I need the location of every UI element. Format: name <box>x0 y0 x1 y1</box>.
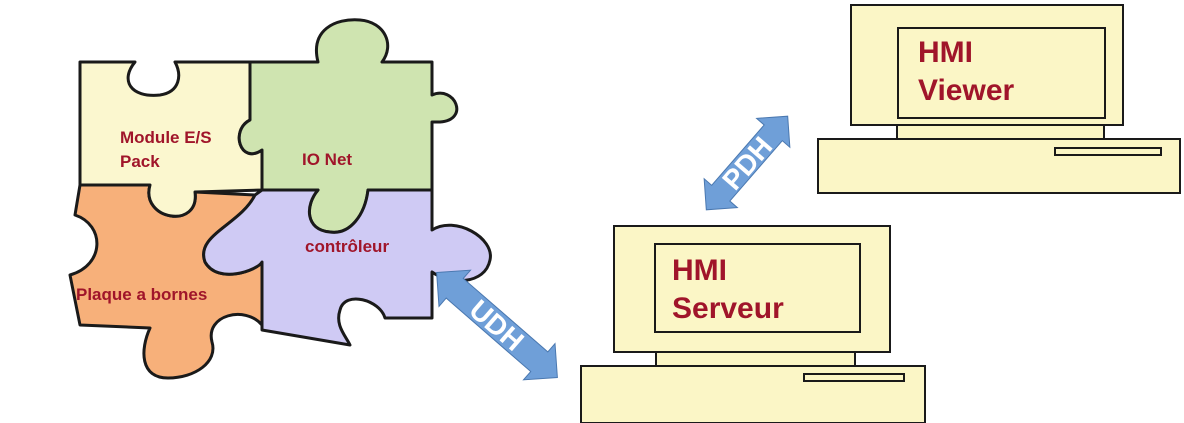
puzzle-group <box>70 20 490 378</box>
serveur-label-line2: Serveur <box>672 292 784 325</box>
module-label-line1: Module E/S <box>120 128 212 147</box>
module-label-line2: Pack <box>120 152 160 171</box>
controleur-label: contrôleur <box>305 237 389 256</box>
ionet-label: IO Net <box>302 150 352 169</box>
serveur-label-line1: HMI <box>672 254 727 287</box>
viewer-drive-slot <box>1055 148 1161 155</box>
serveur-stand <box>656 352 855 366</box>
viewer-label-line2: Viewer <box>918 74 1015 107</box>
serveur-drive-slot <box>804 374 904 381</box>
viewer-stand <box>897 125 1104 139</box>
plaque-label: Plaque a bornes <box>76 285 207 304</box>
viewer-label-line1: HMI <box>918 36 973 69</box>
